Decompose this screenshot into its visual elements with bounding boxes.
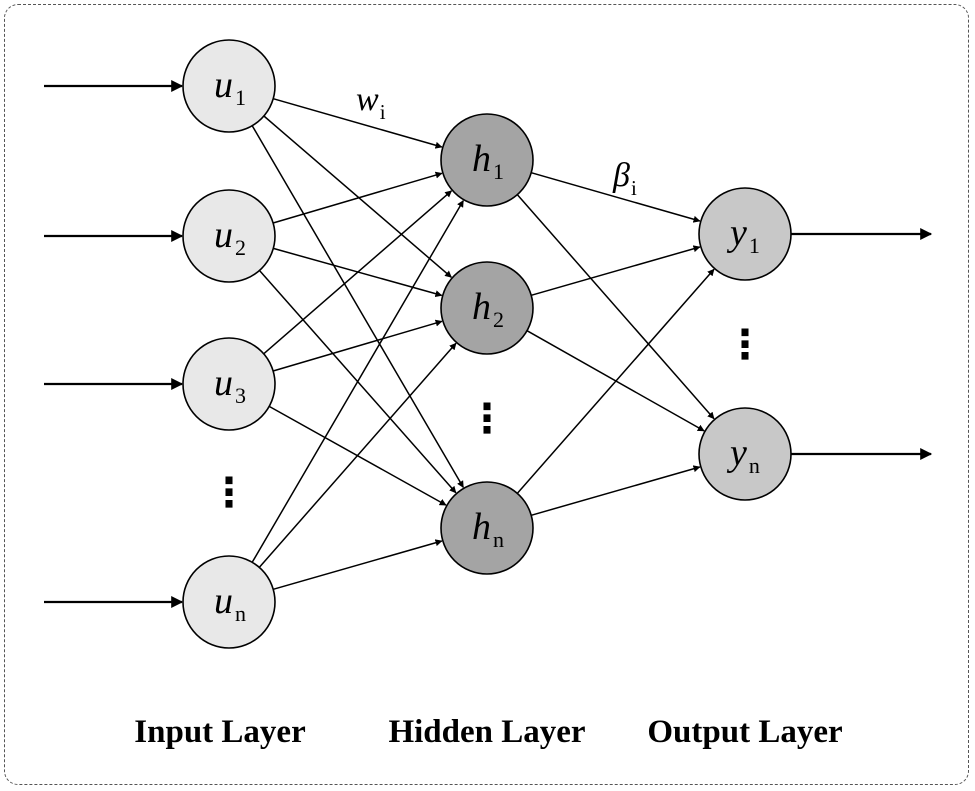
output-layer-title: Output Layer <box>647 714 842 750</box>
node-circle-y1 <box>698 187 792 281</box>
node-un: un <box>182 555 276 649</box>
edge-u1-h2 <box>263 115 452 278</box>
node-circle-un <box>182 555 276 649</box>
edge-u3-h2 <box>272 319 443 372</box>
weight-label-w: wi <box>356 81 386 124</box>
edge-hn-yn <box>530 465 701 517</box>
node-circle-h1 <box>440 113 534 207</box>
node-circle-hn <box>440 481 534 575</box>
input-layer-title: Input Layer <box>134 714 305 750</box>
hidden-ellipsis: ⋮ <box>467 396 507 442</box>
edge-u1-h1 <box>272 97 443 149</box>
node-label-h1: h1 <box>472 138 504 184</box>
io-arrows <box>44 80 933 608</box>
node-h1: h1 <box>440 113 534 207</box>
edge-u3-h1 <box>263 190 453 355</box>
weight-label-beta: βi <box>612 157 637 200</box>
node-circle-u1 <box>182 39 276 133</box>
node-yn: yn <box>698 407 792 501</box>
edge-u2-h1 <box>272 171 443 224</box>
edge-u1-hn <box>251 125 464 489</box>
edge-un-h1 <box>251 199 464 563</box>
node-u2: u2 <box>182 189 276 283</box>
node-label-un: un <box>214 580 246 626</box>
node-label-h2: h2 <box>472 286 504 332</box>
diagram-frame <box>4 4 969 785</box>
node-h2: h2 <box>440 261 534 355</box>
node-circle-u3 <box>182 337 276 431</box>
node-label-u3: u3 <box>214 362 246 408</box>
hidden-layer-title: Hidden Layer <box>388 714 585 750</box>
edge-hn-y1 <box>516 268 715 494</box>
node-circle-u2 <box>182 189 276 283</box>
edge-un-hn <box>272 539 443 591</box>
edge-un-h2 <box>258 342 457 568</box>
output-ellipsis: ⋮ <box>725 322 765 368</box>
node-hn: hn <box>440 481 534 575</box>
node-label-hn: hn <box>472 506 504 552</box>
edge-h1-y1 <box>530 171 701 223</box>
node-label-u2: u2 <box>214 214 246 260</box>
node-label-y1: y1 <box>726 212 760 258</box>
edge-h1-yn <box>516 194 715 420</box>
edge-h2-y1 <box>530 245 701 297</box>
connections <box>251 97 715 591</box>
node-circle-yn <box>698 407 792 501</box>
node-label-u1: u1 <box>214 64 246 110</box>
node-y1: y1 <box>698 187 792 281</box>
nodes: u1 u2 u3 un h1 h2 hn y1 yn <box>182 39 792 649</box>
node-circle-h2 <box>440 261 534 355</box>
node-u3: u3 <box>182 337 276 431</box>
node-u1: u1 <box>182 39 276 133</box>
input-ellipsis: ⋮ <box>209 470 249 516</box>
node-label-yn: yn <box>726 432 760 478</box>
